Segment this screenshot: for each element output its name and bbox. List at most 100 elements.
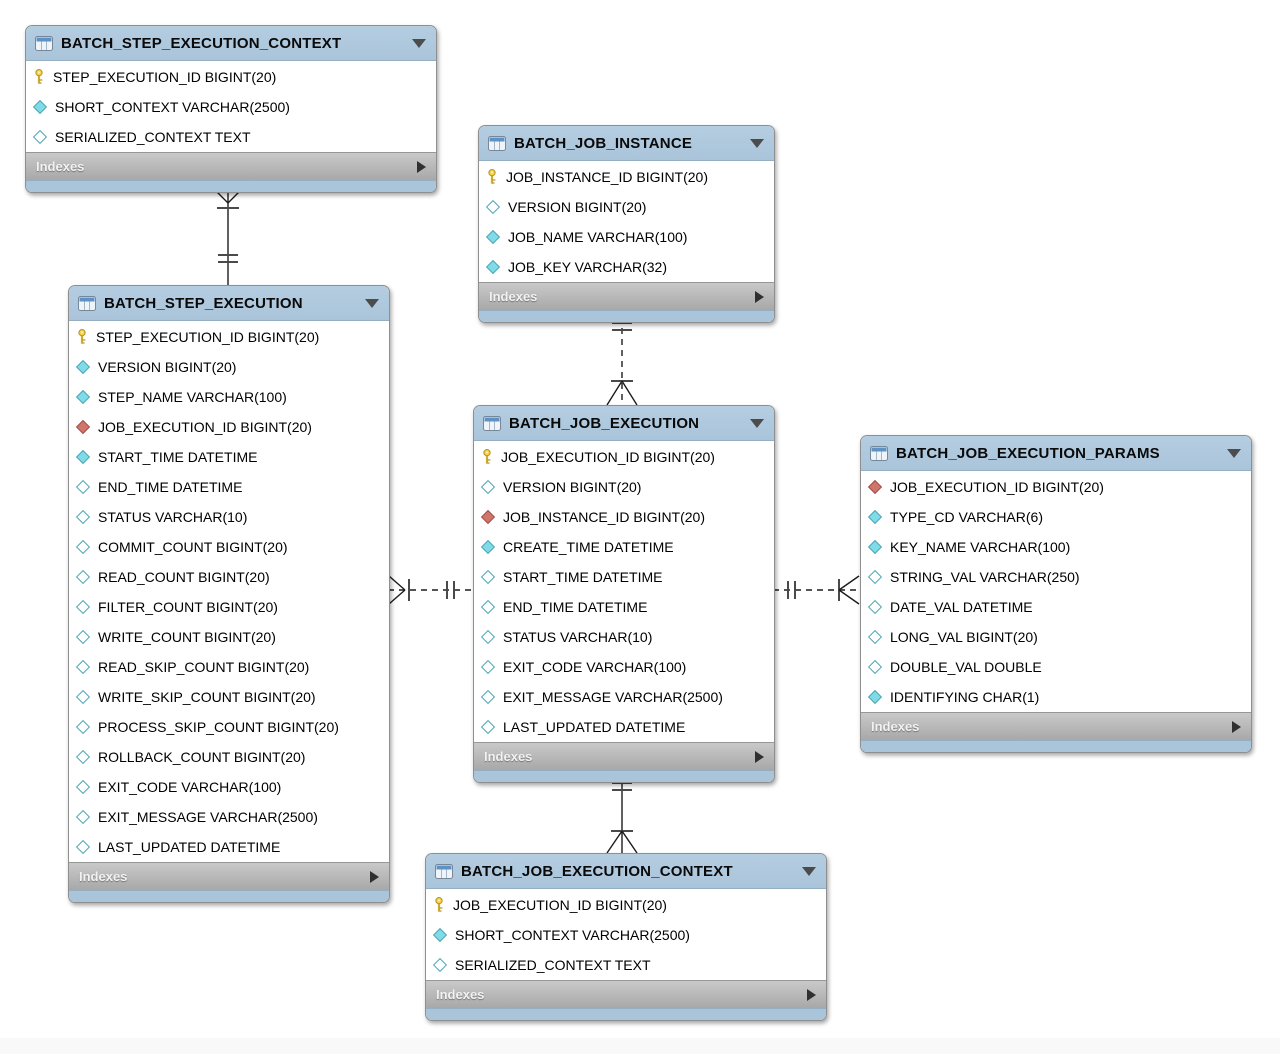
table-header[interactable]: BATCH_JOB_EXECUTION [474,406,774,441]
column-row[interactable]: IDENTIFYING CHAR(1) [861,682,1251,712]
column-row[interactable]: START_TIME DATETIME [474,562,774,592]
column-row[interactable]: LAST_UPDATED DATETIME [69,832,389,862]
column-row[interactable]: COMMIT_COUNT BIGINT(20) [69,532,389,562]
column-row[interactable]: DOUBLE_VAL DOUBLE [861,652,1251,682]
column-nullable-icon [75,809,91,825]
column-row[interactable]: STEP_NAME VARCHAR(100) [69,382,389,412]
column-row[interactable]: SERIALIZED_CONTEXT TEXT [426,950,826,980]
column-label: JOB_NAME VARCHAR(100) [508,229,688,245]
column-row[interactable]: SERIALIZED_CONTEXT TEXT [26,122,436,152]
collapse-arrow-icon[interactable] [365,298,379,308]
indexes-bar[interactable]: Indexes [26,152,436,180]
column-row[interactable]: READ_COUNT BIGINT(20) [69,562,389,592]
column-row[interactable]: JOB_INSTANCE_ID BIGINT(20) [479,162,774,192]
column-nullable-icon [75,569,91,585]
column-row[interactable]: LAST_UPDATED DATETIME [474,712,774,742]
table-batch-step-execution[interactable]: BATCH_STEP_EXECUTION STEP_EXECUTION_ID B… [68,285,390,903]
relationship-instance-execution[interactable] [600,317,644,406]
column-label: START_TIME DATETIME [98,449,258,465]
column-row[interactable]: JOB_NAME VARCHAR(100) [479,222,774,252]
table-header[interactable]: BATCH_STEP_EXECUTION_CONTEXT [26,26,436,61]
expand-indexes-icon[interactable] [1232,720,1241,733]
column-row[interactable]: STEP_EXECUTION_ID BIGINT(20) [26,62,436,92]
table-batch-job-execution-params[interactable]: BATCH_JOB_EXECUTION_PARAMS JOB_EXECUTION… [860,435,1252,753]
collapse-arrow-icon[interactable] [412,38,426,48]
column-row[interactable]: JOB_EXECUTION_ID BIGINT(20) [426,890,826,920]
column-row[interactable]: KEY_NAME VARCHAR(100) [861,532,1251,562]
relationship-execution-params[interactable] [773,568,860,612]
indexes-label: Indexes [871,719,920,734]
indexes-bar[interactable]: Indexes [69,862,389,890]
table-batch-job-execution[interactable]: BATCH_JOB_EXECUTION JOB_EXECUTION_ID BIG… [473,405,775,783]
column-row[interactable]: STEP_EXECUTION_ID BIGINT(20) [69,322,389,352]
column-row[interactable]: WRITE_COUNT BIGINT(20) [69,622,389,652]
column-row[interactable]: EXIT_CODE VARCHAR(100) [474,652,774,682]
column-row[interactable]: STATUS VARCHAR(10) [474,622,774,652]
column-row[interactable]: ROLLBACK_COUNT BIGINT(20) [69,742,389,772]
column-row[interactable]: JOB_KEY VARCHAR(32) [479,252,774,282]
relationship-step-execution-context[interactable] [206,187,250,285]
column-row[interactable]: END_TIME DATETIME [69,472,389,502]
column-row[interactable]: VERSION BIGINT(20) [479,192,774,222]
column-label: READ_SKIP_COUNT BIGINT(20) [98,659,310,675]
relationship-execution-context[interactable] [600,777,644,854]
table-batch-job-instance[interactable]: BATCH_JOB_INSTANCE JOB_INSTANCE_ID BIGIN… [478,125,775,323]
column-row[interactable]: VERSION BIGINT(20) [69,352,389,382]
expand-indexes-icon[interactable] [417,160,426,173]
column-label: TYPE_CD VARCHAR(6) [890,509,1043,525]
column-row[interactable]: SHORT_CONTEXT VARCHAR(2500) [26,92,436,122]
column-row[interactable]: FILTER_COUNT BIGINT(20) [69,592,389,622]
collapse-arrow-icon[interactable] [750,418,764,428]
column-row[interactable]: STRING_VAL VARCHAR(250) [861,562,1251,592]
column-row[interactable]: END_TIME DATETIME [474,592,774,622]
column-row[interactable]: STATUS VARCHAR(10) [69,502,389,532]
column-row[interactable]: JOB_EXECUTION_ID BIGINT(20) [69,412,389,442]
column-label: FILTER_COUNT BIGINT(20) [98,599,278,615]
table-batch-job-execution-context[interactable]: BATCH_JOB_EXECUTION_CONTEXT JOB_EXECUTIO… [425,853,827,1021]
table-batch-step-execution-context[interactable]: BATCH_STEP_EXECUTION_CONTEXT STEP_EXECUT… [25,25,437,193]
column-row[interactable]: EXIT_CODE VARCHAR(100) [69,772,389,802]
expand-indexes-icon[interactable] [807,988,816,1001]
indexes-bar[interactable]: Indexes [479,282,774,310]
column-label: DOUBLE_VAL DOUBLE [890,659,1042,675]
column-nullable-icon [75,479,91,495]
collapse-arrow-icon[interactable] [802,866,816,876]
table-footer-strip [474,770,774,782]
column-nullable-icon [480,599,496,615]
table-header[interactable]: BATCH_JOB_EXECUTION_CONTEXT [426,854,826,889]
collapse-arrow-icon[interactable] [750,138,764,148]
indexes-bar[interactable]: Indexes [426,980,826,1008]
column-row[interactable]: JOB_EXECUTION_ID BIGINT(20) [474,442,774,472]
column-row[interactable]: READ_SKIP_COUNT BIGINT(20) [69,652,389,682]
expand-indexes-icon[interactable] [755,290,764,303]
column-row[interactable]: VERSION BIGINT(20) [474,472,774,502]
expand-indexes-icon[interactable] [370,870,379,883]
column-label: END_TIME DATETIME [503,599,648,615]
column-row[interactable]: START_TIME DATETIME [69,442,389,472]
column-row[interactable]: PROCESS_SKIP_COUNT BIGINT(20) [69,712,389,742]
table-footer-strip [426,1008,826,1020]
column-row[interactable]: EXIT_MESSAGE VARCHAR(2500) [69,802,389,832]
column-row[interactable]: DATE_VAL DATETIME [861,592,1251,622]
column-row[interactable]: WRITE_SKIP_COUNT BIGINT(20) [69,682,389,712]
table-header[interactable]: BATCH_JOB_INSTANCE [479,126,774,161]
column-row[interactable]: JOB_EXECUTION_ID BIGINT(20) [861,472,1251,502]
indexes-bar[interactable]: Indexes [861,712,1251,740]
expand-indexes-icon[interactable] [755,750,764,763]
table-header[interactable]: BATCH_JOB_EXECUTION_PARAMS [861,436,1251,471]
column-row[interactable]: JOB_INSTANCE_ID BIGINT(20) [474,502,774,532]
collapse-arrow-icon[interactable] [1227,448,1241,458]
column-row[interactable]: EXIT_MESSAGE VARCHAR(2500) [474,682,774,712]
table-header[interactable]: BATCH_STEP_EXECUTION [69,286,389,321]
indexes-bar[interactable]: Indexes [474,742,774,770]
relationship-execution-step-execution[interactable] [388,568,473,612]
column-notnull-icon [867,539,883,555]
column-label: END_TIME DATETIME [98,479,243,495]
column-row[interactable]: LONG_VAL BIGINT(20) [861,622,1251,652]
column-label: STRING_VAL VARCHAR(250) [890,569,1080,585]
column-label: JOB_EXECUTION_ID BIGINT(20) [453,897,667,913]
indexes-label: Indexes [436,987,485,1002]
column-row[interactable]: TYPE_CD VARCHAR(6) [861,502,1251,532]
column-row[interactable]: SHORT_CONTEXT VARCHAR(2500) [426,920,826,950]
column-row[interactable]: CREATE_TIME DATETIME [474,532,774,562]
